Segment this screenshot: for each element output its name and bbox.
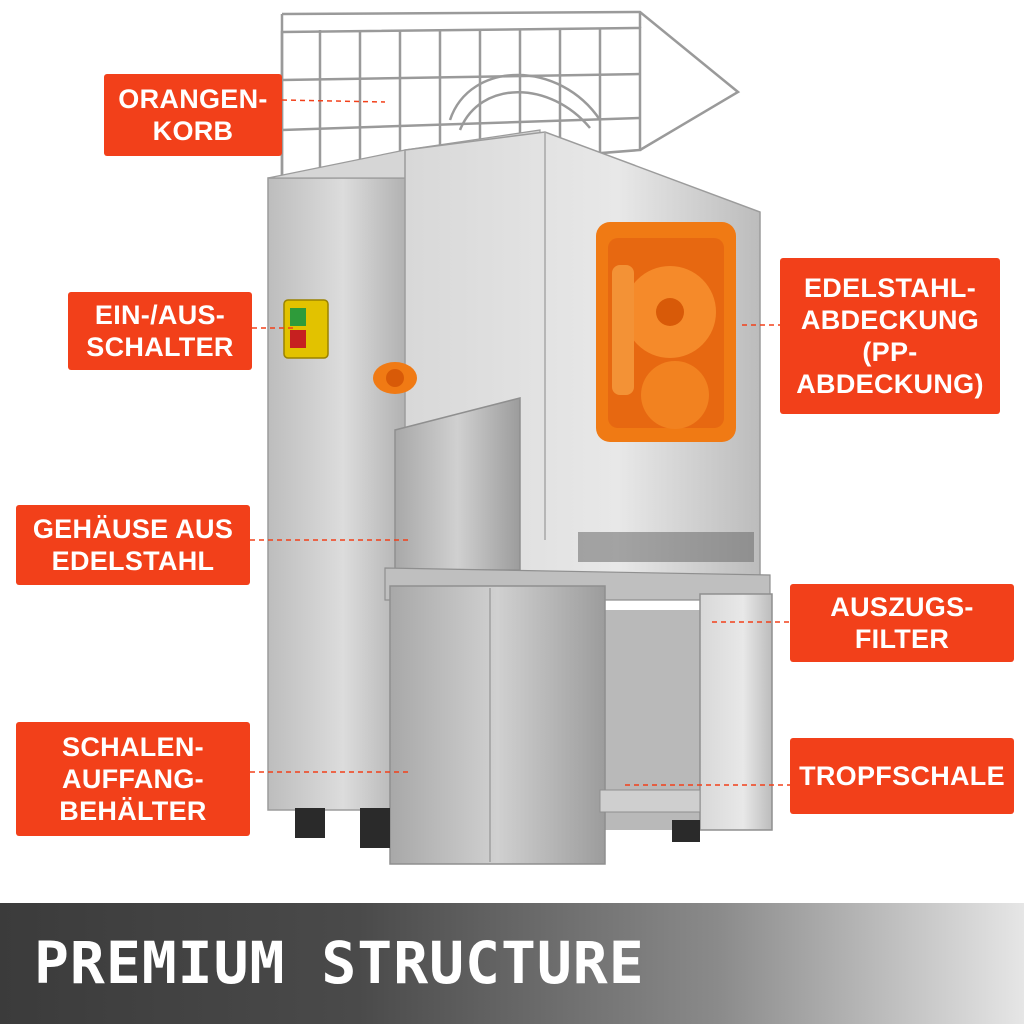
- callout-steel-cover: EDELSTAHL- ABDECKUNG (PP- ABDECKUNG): [780, 258, 1000, 414]
- orange-knob: [373, 362, 417, 394]
- callout-drip-tray: TROPFSCHALE: [790, 738, 1014, 814]
- switch-box: [283, 299, 329, 359]
- juicing-window: [596, 222, 736, 442]
- banner-title: PREMIUM STRUCTURE: [34, 929, 645, 997]
- callout-orange-basket: ORANGEN- KORB: [104, 74, 282, 156]
- leader-lines: [250, 99, 790, 786]
- juicer-machine-illustration: [250, 10, 790, 865]
- callout-pull-filter: AUSZUGS- FILTER: [790, 584, 1014, 662]
- wire-basket: [280, 10, 741, 180]
- callout-steel-housing: GEHÄUSE AUS EDELSTAHL: [16, 505, 250, 585]
- callout-on-off-switch: EIN-/AUS- SCHALTER: [68, 292, 252, 370]
- bottom-banner: [0, 903, 1024, 1024]
- callout-peel-bin: SCHALEN- AUFFANG- BEHÄLTER: [16, 722, 250, 836]
